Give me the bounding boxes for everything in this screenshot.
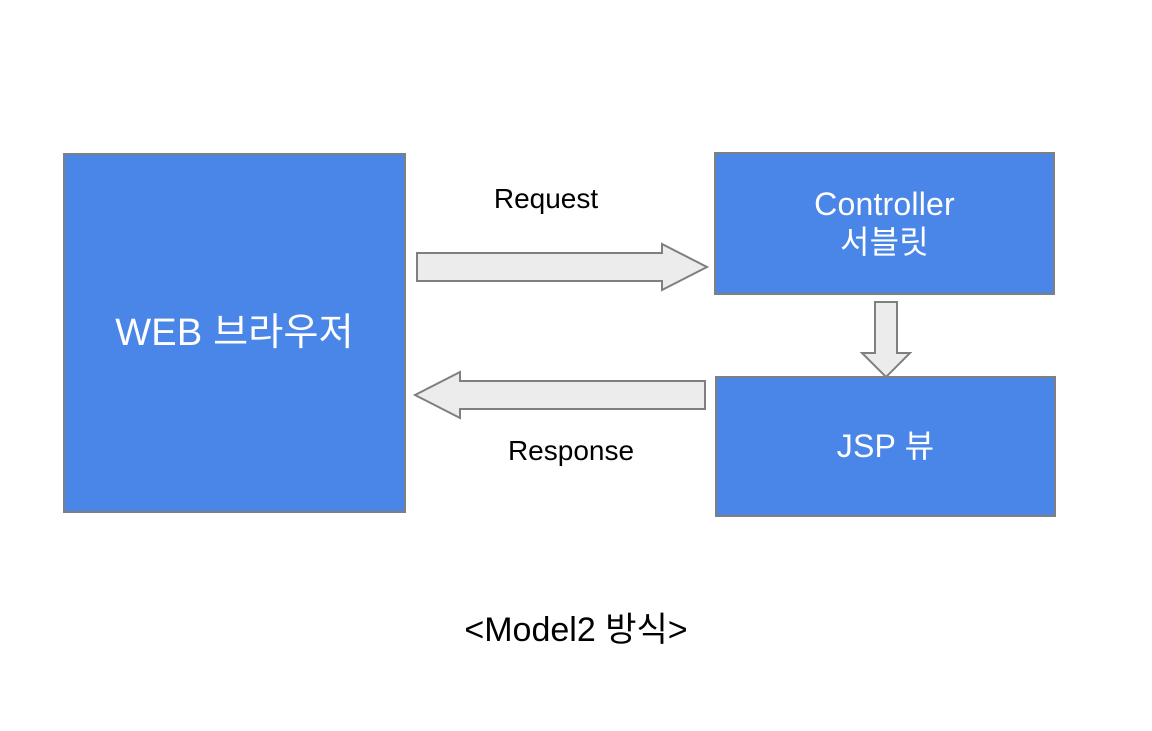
forward-arrow-down-icon (859, 301, 913, 379)
node-jsp-view[interactable]: JSP 뷰 (715, 376, 1056, 517)
node-controller-servlet-label: Controller 서블릿 (814, 185, 955, 260)
node-web-browser-label: WEB 브라우저 (115, 311, 354, 354)
request-arrow-right-icon (416, 242, 710, 292)
edge-label-request: Request (493, 183, 599, 214)
node-web-browser[interactable]: WEB 브라우저 (63, 153, 406, 513)
response-arrow-left-icon (412, 370, 706, 420)
node-controller-servlet[interactable]: Controller 서블릿 (714, 152, 1055, 295)
diagram-caption: <Model2 방식> (464, 611, 688, 649)
node-jsp-view-label: JSP 뷰 (836, 427, 935, 464)
edge-label-response: Response (507, 435, 635, 466)
